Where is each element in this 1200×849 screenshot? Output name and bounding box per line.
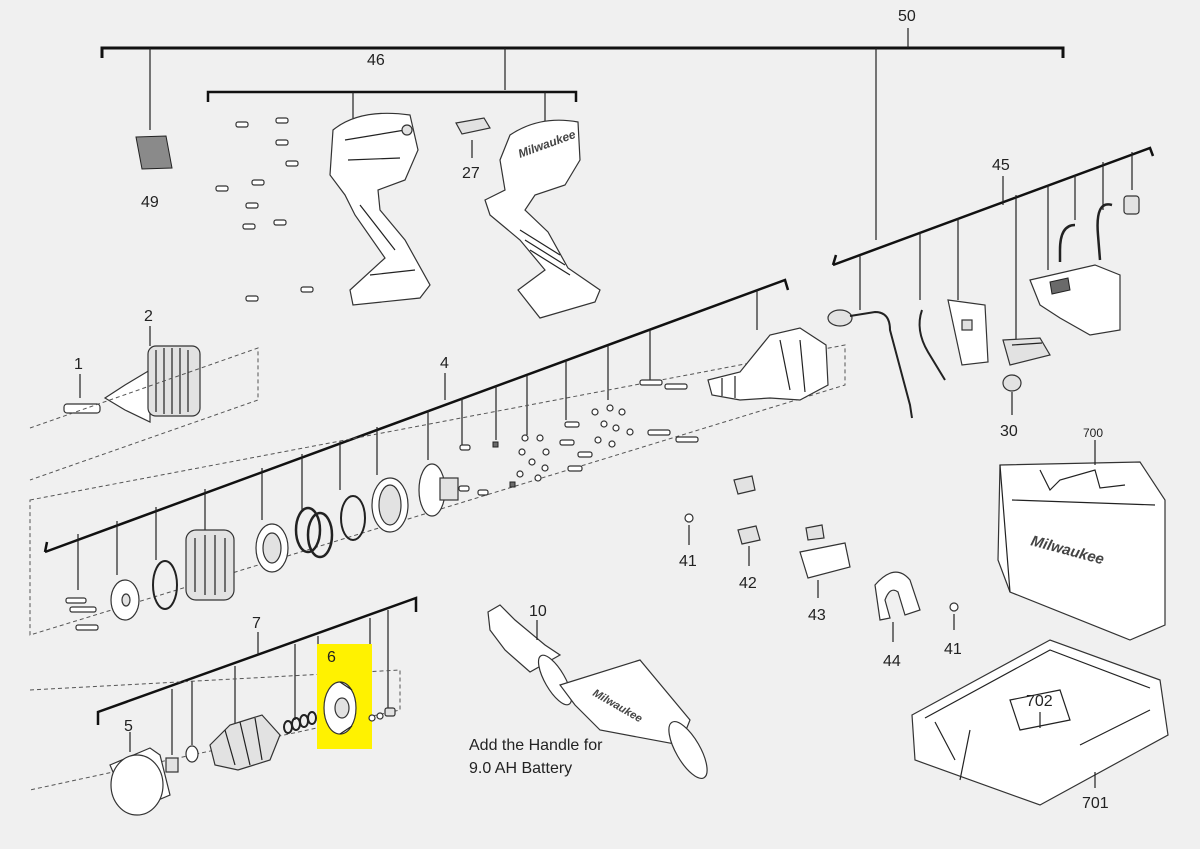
forward-reverse-shuttle[interactable] [1002,337,1051,366]
part-49-nameplate[interactable] [135,135,173,170]
part-label-30[interactable]: 30 [1000,423,1018,440]
part-41-screw-b[interactable] [949,602,959,630]
motor-dash-outline [29,669,401,791]
part-label-49[interactable]: 49 [141,194,159,211]
note-line-1: Add the Handle for [469,737,603,754]
pinion-gear[interactable] [165,757,179,773]
ring-gear[interactable] [255,523,289,573]
ring-gear-clip[interactable] [152,560,178,610]
part-label-42[interactable]: 42 [739,575,757,592]
assembly-bracket-4 [43,278,790,590]
terminal-clip[interactable] [733,475,756,495]
thin-washer[interactable] [340,495,366,541]
springs[interactable] [294,506,334,559]
part-label-2[interactable]: 2 [144,308,153,325]
part-700-carry-case[interactable]: Milwaukee [997,440,1166,641]
chuck-dash-outline [29,347,259,481]
assembly-bracket-50 [100,28,1065,240]
part-label-50[interactable]: 50 [898,8,916,25]
motor-springs[interactable] [283,711,317,734]
part-label-4[interactable]: 4 [440,355,449,372]
led-wire-assembly[interactable] [827,309,913,419]
part-label-41a[interactable]: 41 [679,553,697,570]
part-label-7[interactable]: 7 [252,615,261,632]
note-line-2: 9.0 AH Battery [469,760,572,777]
part-6-brush-plate[interactable] [323,681,357,735]
gearbox-dash-outline [29,344,846,636]
assembly-bracket-7 [96,596,418,755]
armature[interactable] [209,714,281,771]
part-label-44[interactable]: 44 [883,653,901,670]
part-label-46[interactable]: 46 [367,52,385,69]
part-41-screw-a[interactable] [684,513,694,545]
ring-gear-housing[interactable] [185,529,235,601]
part-label-43[interactable]: 43 [808,607,826,624]
motor-screws[interactable] [368,707,396,722]
gear-carrier[interactable] [418,463,459,517]
part-1-chuck-screw[interactable] [63,374,101,414]
part-10-side-handle[interactable]: Milwaukee [487,604,714,784]
washer-plate[interactable] [110,579,140,621]
part-label-10[interactable]: 10 [529,603,547,620]
wire-pair[interactable] [1058,203,1113,262]
housing-screws [215,117,314,302]
motor-washer[interactable] [185,745,199,763]
part-30-nut[interactable] [1002,374,1022,415]
part-label-41b[interactable]: 41 [944,641,962,658]
small-pins-balls[interactable] [458,379,699,496]
part-44-belt-clip[interactable] [874,571,921,642]
part-27-switch-clip[interactable] [455,117,491,158]
part-label-1[interactable]: 1 [74,356,83,373]
part-5-motor-can[interactable] [109,732,171,816]
part-label-27[interactable]: 27 [462,165,480,182]
clutch-ring[interactable] [371,477,409,533]
part-label-5[interactable]: 5 [124,718,133,735]
part-42-terminal[interactable] [737,525,761,566]
part-label-702[interactable]: 702 [1026,693,1053,710]
trigger-switch[interactable] [1029,264,1121,336]
small-cylinder-part[interactable] [1123,195,1140,215]
housing-left-half[interactable] [329,112,431,306]
housing-right-half[interactable]: Milwaukee [484,119,601,319]
gearbox-screws[interactable] [65,597,99,631]
assembly-bracket-45 [831,146,1155,340]
part-label-700[interactable]: 700 [1083,426,1103,440]
gearbox-housing[interactable] [707,327,829,401]
part-43-battery-terminal-block[interactable] [799,524,851,598]
motor-control-board[interactable] [947,299,989,366]
wire-lead[interactable] [918,309,946,381]
part-label-6[interactable]: 6 [327,649,336,666]
part-label-45[interactable]: 45 [992,157,1010,174]
part-2-keyless-chuck[interactable] [103,326,201,423]
part-label-701[interactable]: 701 [1082,795,1109,812]
